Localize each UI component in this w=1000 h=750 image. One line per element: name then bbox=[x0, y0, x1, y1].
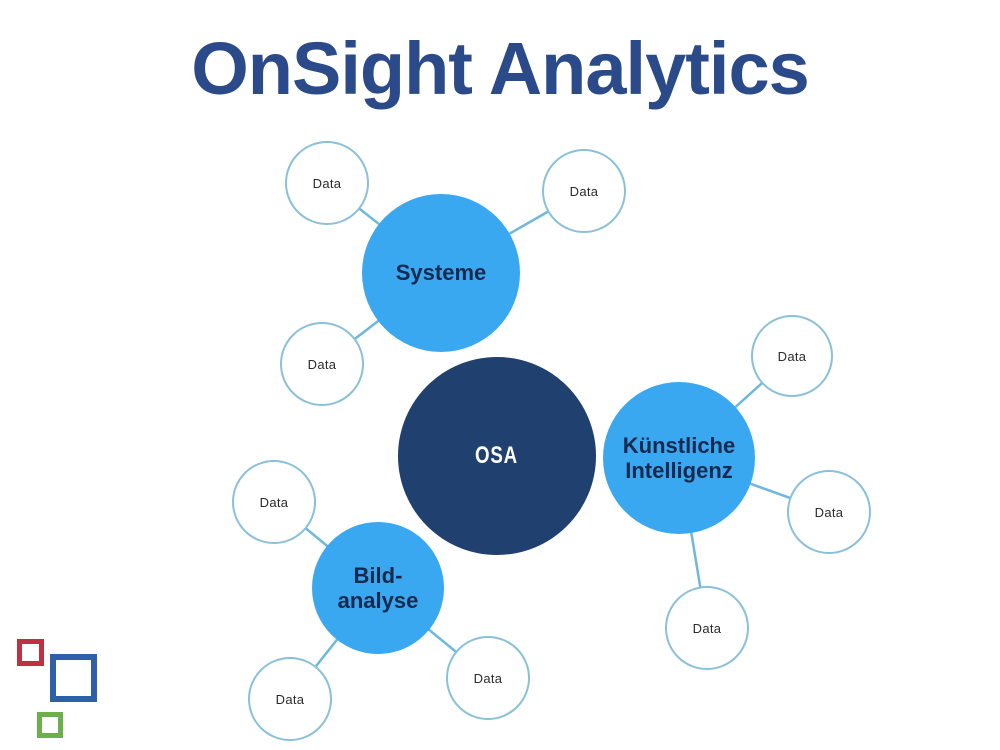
data-node-label: Data bbox=[473, 670, 503, 686]
data-node: Data bbox=[542, 149, 626, 233]
page-title: OnSight Analytics bbox=[191, 27, 810, 110]
logo-square-blue-icon bbox=[50, 654, 97, 702]
data-node: Data bbox=[446, 636, 530, 720]
data-node: Data bbox=[232, 460, 316, 544]
branch-label-line: Intelligenz bbox=[625, 458, 733, 483]
data-node-label: Data bbox=[777, 348, 807, 364]
data-node: Data bbox=[665, 586, 749, 670]
data-node-label: Data bbox=[692, 620, 722, 636]
branch-label-line: analyse bbox=[337, 588, 419, 613]
data-node-label: Data bbox=[259, 494, 289, 510]
data-node-label: Data bbox=[569, 183, 599, 199]
branch-label-line: Künstliche bbox=[622, 432, 736, 458]
center-label: OSA bbox=[475, 442, 519, 469]
data-node: Data bbox=[285, 141, 369, 225]
data-node: Data bbox=[248, 657, 332, 741]
branch-label-line: Bild- bbox=[353, 562, 403, 588]
data-node-label: Data bbox=[814, 504, 844, 520]
logo-square-red-icon bbox=[17, 639, 44, 666]
logo-square-green-icon bbox=[37, 712, 63, 738]
branch-node-systeme: Systeme bbox=[362, 194, 520, 352]
data-node-label: Data bbox=[312, 175, 342, 191]
branch-node-bild-analyse: Bild- analyse bbox=[312, 522, 444, 654]
data-node: Data bbox=[751, 315, 833, 397]
data-node: Data bbox=[280, 322, 364, 406]
center-node-osa: OSA bbox=[398, 357, 596, 555]
data-node: Data bbox=[787, 470, 871, 554]
data-node-label: Data bbox=[307, 356, 337, 372]
branch-label: Systeme bbox=[395, 260, 487, 286]
branch-node-kuenstliche-intelligenz: Künstliche Intelligenz bbox=[603, 382, 755, 534]
data-node-label: Data bbox=[275, 691, 305, 707]
